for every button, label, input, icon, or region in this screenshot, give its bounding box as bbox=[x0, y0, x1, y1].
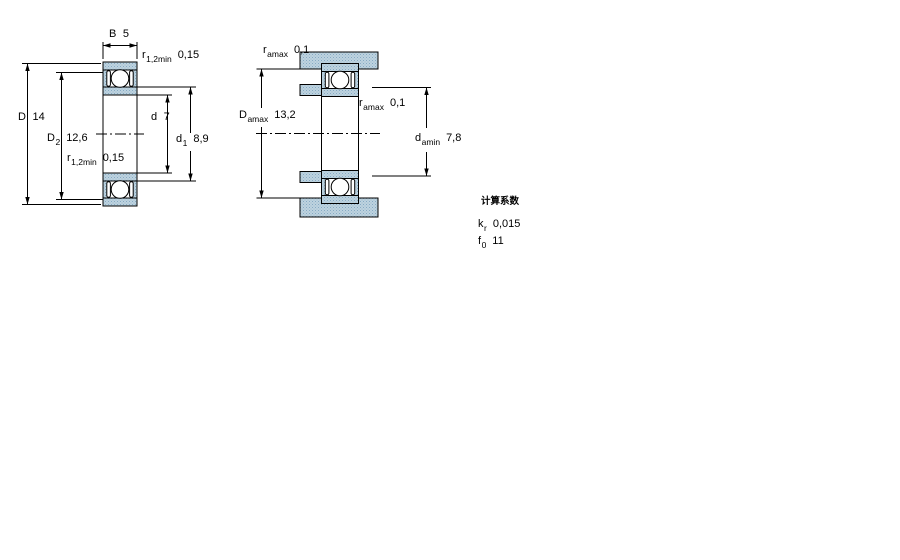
calc-factors-heading: 计算系数 bbox=[481, 196, 520, 207]
technical-drawing-canvas bbox=[22, 42, 431, 218]
right-mounted-view bbox=[256, 51, 431, 218]
left-bearing-section-view bbox=[22, 42, 196, 207]
